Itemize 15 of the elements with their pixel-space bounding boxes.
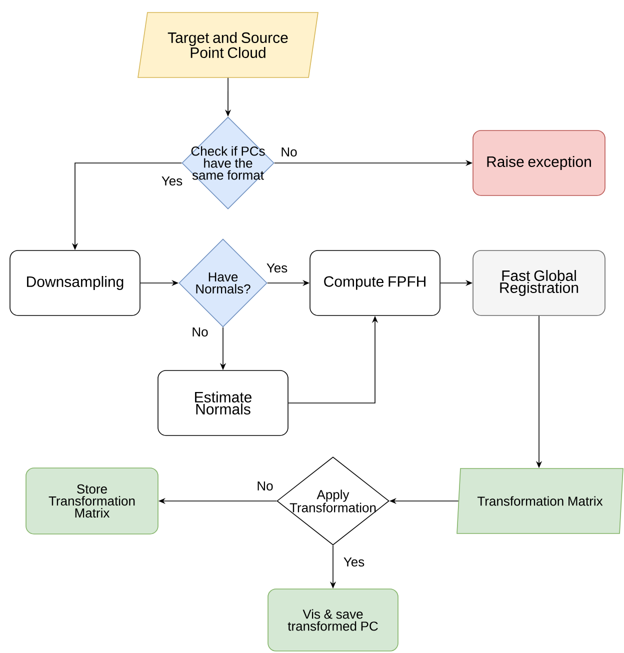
process-box: Vis & save transformed PC (268, 588, 398, 652)
edge-label: No (280, 146, 298, 158)
process-box: Fast Global Registration (472, 250, 606, 316)
edge-label: No (256, 480, 274, 492)
process-box: Compute FPFH (310, 250, 440, 316)
edge-label: Yes (160, 175, 184, 187)
process-box: Store Transformation Matrix (26, 468, 158, 534)
edge-label: No (190, 326, 210, 338)
process-box: Estimate Normals (158, 370, 288, 436)
process-box: Raise exception (472, 130, 606, 196)
edge-label: Yes (342, 556, 366, 568)
data-parallelogram: Target and Source Point Cloud (138, 12, 318, 78)
data-parallelogram: Transformation Matrix (456, 468, 624, 534)
edge-label: Yes (265, 262, 289, 274)
process-box: Downsampling (10, 250, 140, 316)
